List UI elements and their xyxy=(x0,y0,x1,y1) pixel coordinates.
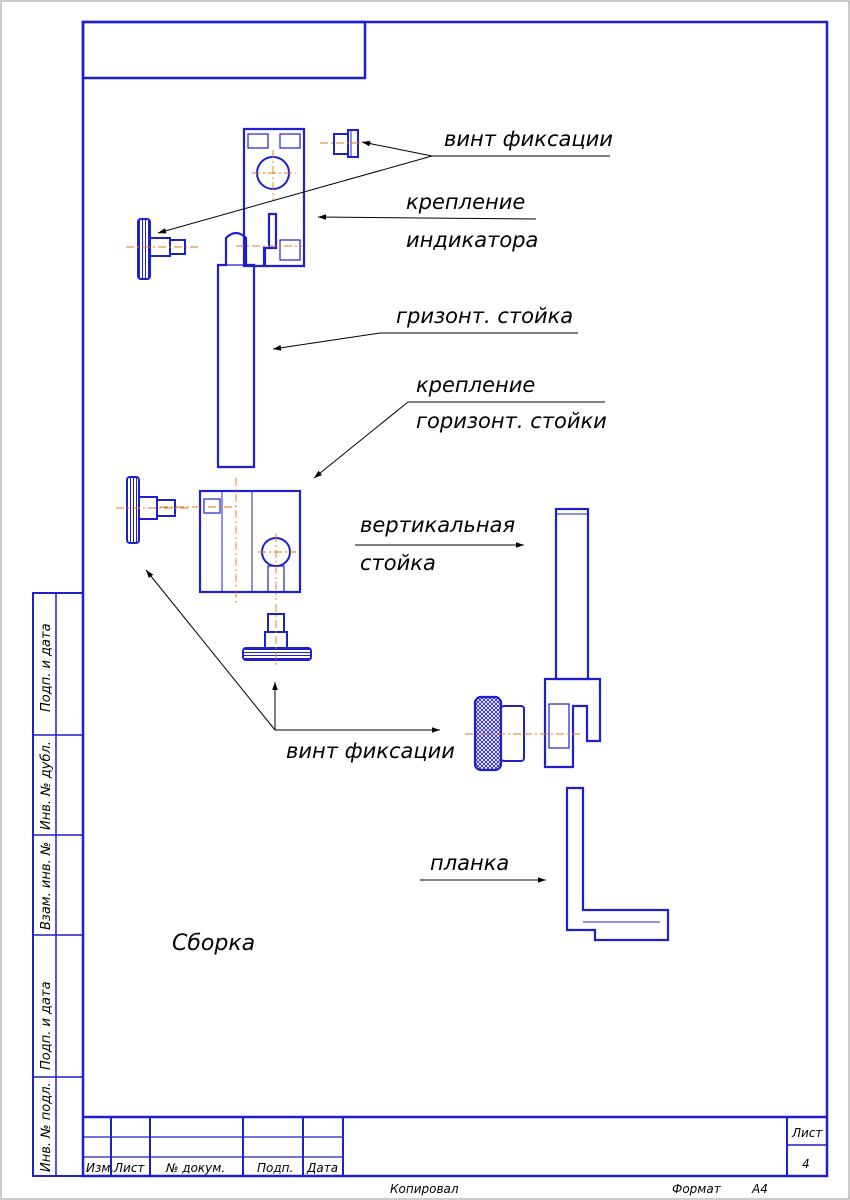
label-kreplenie-gorizont-1: крепление xyxy=(416,373,535,397)
side-inv-dubl: Инв. № дубл. xyxy=(39,741,54,830)
label-kreplenie-gorizont-2: горизонт. стойки xyxy=(416,409,607,433)
top-left-box xyxy=(81,20,367,80)
thumb-screw-middle-bottom xyxy=(242,604,312,666)
tb-kopiroval: Копировал xyxy=(390,1182,459,1196)
side-vzam-inv: Взам. инв. № xyxy=(39,842,54,930)
tb-n-dokum: № докум. xyxy=(165,1161,225,1175)
side-podp-data-top: Подп. и дата xyxy=(39,623,54,712)
tb-data: Дата xyxy=(306,1161,338,1175)
label-kreplenie-indikatora-2: индикатора xyxy=(406,228,538,252)
tb-format-value: А4 xyxy=(751,1182,768,1196)
label-grizont-stoyka: гризонт. стойка xyxy=(396,304,573,328)
tb-format-label: Формат xyxy=(672,1182,722,1196)
tb-list-number: 4 xyxy=(802,1157,810,1171)
title-block: Изм. Лист № докум. Подп. Дата Лист 4 Коп… xyxy=(83,1115,827,1196)
label-vint-fiksacii-top: винт фиксации xyxy=(444,127,613,151)
tb-list-right: Лист xyxy=(791,1126,823,1140)
label-stoyka: стойка xyxy=(360,551,436,575)
label-vertikalnaya: вертикальная xyxy=(360,513,515,537)
tb-podp: Подп. xyxy=(257,1161,293,1175)
label-kreplenie-indikatora-1: крепление xyxy=(406,190,525,214)
rod-mount-block xyxy=(160,478,302,606)
horizontal-rod xyxy=(216,231,256,469)
tb-list: Лист xyxy=(113,1161,145,1175)
label-planka: планка xyxy=(430,851,509,875)
side-inv-podl: Инв. № подл. xyxy=(39,1082,54,1172)
side-podp-data-bottom: Подп. и дата xyxy=(39,981,54,1070)
leader-lines xyxy=(145,140,610,883)
thumb-screw-middle-left xyxy=(116,476,190,544)
tb-izm: Изм. xyxy=(86,1161,114,1175)
small-top-screw xyxy=(320,129,372,158)
label-sborka: Сборка xyxy=(172,931,255,956)
indicator-clamp xyxy=(236,127,306,268)
knurled-nut xyxy=(465,695,530,772)
label-vint-fiksacii-bottom: винт фиксации xyxy=(286,739,455,763)
planka-plate xyxy=(565,786,670,942)
vertical-post xyxy=(524,507,602,769)
side-strip: Подп. и дата Инв. № дубл. Взам. инв. № П… xyxy=(32,592,84,1177)
thumb-screw-top xyxy=(126,218,200,280)
